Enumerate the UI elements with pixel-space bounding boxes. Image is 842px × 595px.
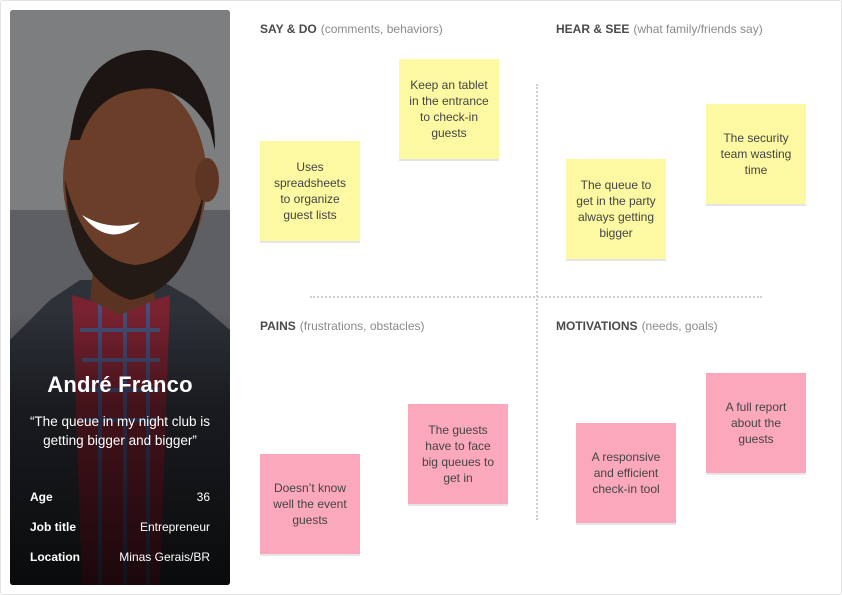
persona-field-age: Age 36	[30, 490, 210, 506]
quadrant-subtitle: (comments, behaviors)	[320, 22, 443, 36]
field-label: Job title	[30, 520, 77, 534]
field-label: Age	[30, 490, 53, 504]
quadrant-subtitle: (what family/friends say)	[633, 22, 763, 36]
quadrant-header-motivations: MOTIVATIONS(needs, goals)	[556, 319, 718, 333]
quadrant-header-pains: PAINS(frustrations, obstacles)	[260, 319, 425, 333]
field-label: Location	[30, 550, 80, 564]
sticky-note-hear-see-2[interactable]: The security team wasting time	[706, 104, 806, 204]
quadrant-header-say-do: SAY & DO(comments, behaviors)	[260, 22, 443, 36]
quadrant-header-hear-see: HEAR & SEE(what family/friends say)	[556, 22, 763, 36]
sticky-note-pains-1[interactable]: Doesn’t know well the event guests	[260, 454, 360, 554]
vertical-divider	[536, 84, 538, 520]
persona-name: André Franco	[47, 372, 193, 397]
quadrant-title: HEAR & SEE	[556, 22, 630, 36]
field-value: Entrepreneur	[139, 520, 210, 534]
sticky-note-motivations-2[interactable]: A full report about the guests	[706, 373, 806, 473]
field-value: Minas Gerais/BR	[119, 550, 210, 564]
persona-card: André Franco “The queue in my night club…	[10, 10, 230, 585]
quadrant-title: SAY & DO	[260, 22, 317, 36]
sticky-note-say-do-2[interactable]: Keep an tablet in the entrance to check-…	[399, 59, 499, 159]
field-value: 36	[196, 490, 210, 504]
persona-quote: “The queue in my night club is getting b…	[29, 414, 211, 448]
quadrant-title: MOTIVATIONS	[556, 319, 638, 333]
horizontal-divider	[310, 296, 762, 298]
quadrant-title: PAINS	[260, 319, 296, 333]
sticky-note-hear-see-1[interactable]: The queue to get in the party always get…	[566, 159, 666, 259]
sticky-note-say-do-1[interactable]: Uses spreadsheets to organize guest list…	[260, 141, 360, 241]
quadrant-subtitle: (needs, goals)	[641, 319, 718, 333]
persona-field-job-title: Job title Entrepreneur	[30, 520, 210, 536]
quadrant-subtitle: (frustrations, obstacles)	[299, 319, 425, 333]
sticky-note-motivations-1[interactable]: A responsive and efficient check-in tool	[576, 423, 676, 523]
photo-gradient-overlay	[10, 310, 230, 585]
sticky-note-pains-2[interactable]: The guests have to face big queues to ge…	[408, 404, 508, 504]
persona-field-location: Location Minas Gerais/BR	[30, 550, 210, 566]
